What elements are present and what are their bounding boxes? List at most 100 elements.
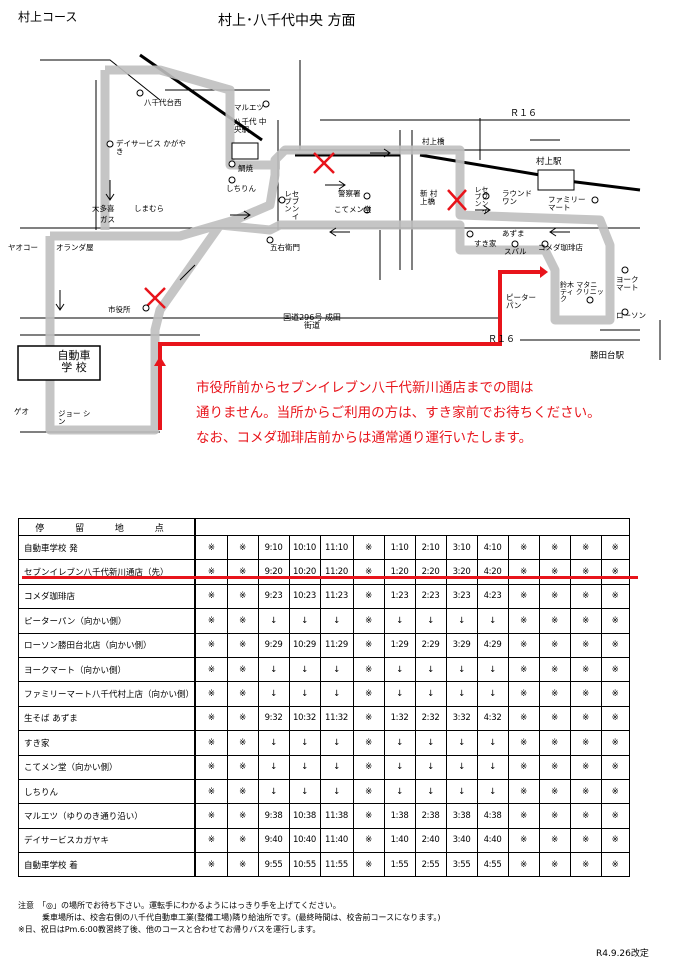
page-title: 村上･八千代中央 方面	[218, 13, 356, 29]
time-cell: ※	[507, 827, 540, 854]
time-cell: ※	[600, 656, 630, 683]
stop-name: 自動車学校 発	[18, 534, 196, 561]
time-cell: ※	[194, 583, 228, 610]
time-cell: 4:55	[476, 852, 509, 878]
time-cell: ※	[194, 827, 228, 854]
map-label-gasu: ガス	[100, 215, 115, 224]
time-cell: ※	[507, 681, 540, 707]
revision-date: R4.9.26改定	[596, 949, 649, 959]
time-cell: 3:40	[445, 827, 478, 854]
time-cell: ※	[226, 608, 259, 634]
table-row: こてメン堂（向かい側）※※↓↓↓※↓↓↓↓※※※※	[18, 754, 630, 780]
time-cell: 3:32	[445, 705, 478, 732]
time-cell: 2:32	[414, 705, 447, 732]
stop-name: ファミリーマート八千代村上店（向かい側）	[18, 681, 196, 707]
map-label-route-296: 国道296号 成田街道	[283, 313, 341, 330]
time-cell: ※	[507, 852, 540, 878]
map-label-shirahama: 鯛焼	[238, 164, 253, 173]
time-cell: ※	[352, 803, 385, 829]
time-cell: 4:38	[476, 803, 509, 829]
time-cell: 1:29	[383, 632, 416, 658]
time-cell: ↓	[319, 681, 354, 707]
map-label-r16-bottom: Ｒ１６	[488, 335, 516, 345]
table-row: ピーターパン（向かい側）※※↓↓↓※↓↓↓↓※※※※	[18, 608, 630, 634]
time-cell: ※	[600, 827, 630, 854]
map-label-murakami-bridge: 村上橋	[422, 137, 445, 146]
map-label-family-mart: ファミリー マート	[548, 195, 586, 212]
stop-name: こてメン堂（向かい側）	[18, 754, 196, 780]
time-cell: 11:20	[319, 559, 354, 585]
map-label-sukiya: すき家	[474, 239, 497, 248]
time-cell: ※	[569, 730, 602, 756]
time-cell: ※	[507, 730, 540, 756]
time-cell: ※	[352, 656, 385, 683]
time-cell: ※	[226, 754, 259, 780]
time-cell: 9:20	[257, 559, 290, 585]
time-cell: 4:32	[476, 705, 509, 732]
time-cell: ※	[600, 803, 630, 829]
time-cell: ↓	[476, 681, 509, 707]
time-cell: 10:40	[288, 827, 321, 854]
map-label-ota: 大多喜	[92, 204, 115, 213]
table-row: すき家※※↓↓↓※↓↓↓↓※※※※	[18, 730, 630, 756]
time-cell: ※	[569, 778, 602, 805]
time-cell: ※	[569, 705, 602, 732]
map-label-geo: ゲオ	[14, 407, 29, 416]
time-cell: 11:55	[319, 852, 354, 878]
time-cell: 4:10	[476, 534, 509, 561]
map-label-seven-eleven-2: セブンイレブン	[474, 186, 489, 214]
table-row: しちりん※※↓↓↓※↓↓↓↓※※※※	[18, 778, 630, 805]
time-cell: ↓	[414, 778, 447, 805]
stop-name: 自動車学校 着	[18, 852, 196, 878]
time-cell: ※	[352, 559, 385, 585]
map-label-city-hall: 市役所	[108, 305, 131, 314]
time-cell: ※	[569, 656, 602, 683]
time-cell: 11:29	[319, 632, 354, 658]
time-cell: ※	[352, 754, 385, 780]
time-cell: 4:29	[476, 632, 509, 658]
time-cell: ↓	[383, 754, 416, 780]
time-cell: 1:32	[383, 705, 416, 732]
time-cell: ↓	[257, 681, 290, 707]
map-label-murakami-station: 村上駅	[536, 157, 562, 167]
map-label-goemon: 五右衛門	[270, 243, 300, 252]
time-cell: ↓	[288, 778, 321, 805]
time-cell: ※	[600, 632, 630, 658]
map-label-day-service: デイサービス かがやき	[116, 139, 186, 156]
map-label-joshin: ジョー シン	[58, 409, 91, 426]
time-cell: ↓	[476, 778, 509, 805]
time-cell: ※	[194, 730, 228, 756]
time-cell: ※	[538, 583, 571, 610]
map-label-lawson: ローソン	[616, 311, 646, 320]
map-label-maruetsu: マルエツ	[234, 103, 264, 112]
time-cell: ※	[226, 730, 259, 756]
time-cell: ↓	[288, 608, 321, 634]
time-cell: ↓	[288, 681, 321, 707]
route-map	[17, 53, 661, 435]
time-cell: 10:29	[288, 632, 321, 658]
time-cell: 2:40	[414, 827, 447, 854]
time-cell: ※	[352, 827, 385, 854]
time-cell: 10:55	[288, 852, 321, 878]
time-cell: ※	[569, 534, 602, 561]
time-cell: ※	[600, 778, 630, 805]
map-label-clinic: 鈴木 マタニティ クリニック	[560, 281, 604, 303]
time-cell: 10:10	[288, 534, 321, 561]
time-cell: ※	[226, 559, 259, 585]
time-cell: ↓	[319, 754, 354, 780]
time-cell: ※	[600, 705, 630, 732]
time-cell: 2:10	[414, 534, 447, 561]
map-label-round-one: ラウンド ワン	[502, 189, 532, 206]
notice-line-1: 市役所前からセブンイレブン八千代新川通店までの間は	[196, 380, 534, 396]
time-cell: ※	[507, 632, 540, 658]
time-cell: ※	[226, 778, 259, 805]
time-cell: 3:20	[445, 559, 478, 585]
time-cell: 1:10	[383, 534, 416, 561]
time-cell: 2:55	[414, 852, 447, 878]
time-cell: ※	[507, 559, 540, 585]
time-cell: 9:55	[257, 852, 290, 878]
course-name: 村上コース	[18, 10, 78, 24]
notice-line-2: 通りません。当所からご利用の方は、すき家前でお待ちください。	[196, 405, 601, 421]
